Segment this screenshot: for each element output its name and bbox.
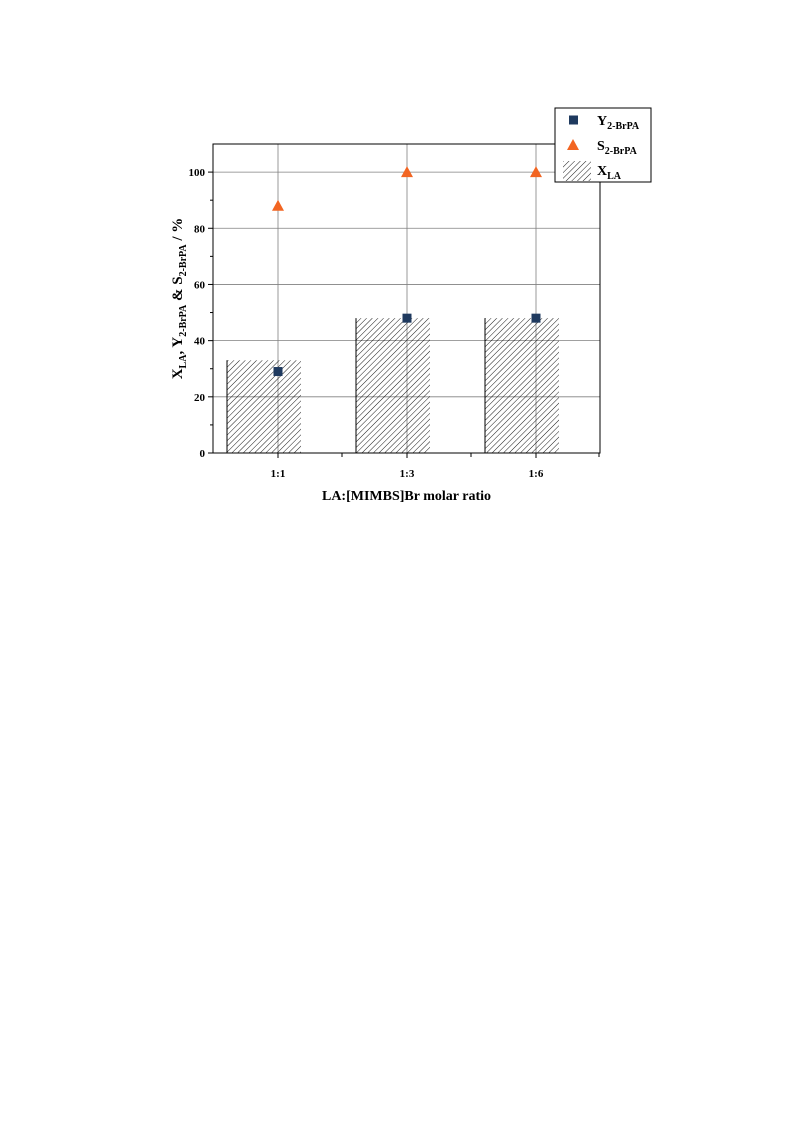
y-tick-label: 40	[194, 336, 206, 348]
markers	[272, 166, 542, 377]
legend-label-main: X	[597, 164, 607, 179]
y-axis-title-part: , Y	[170, 337, 186, 355]
x-axis: 1:1 1:3 1:6	[271, 453, 600, 480]
y-tick-label: 60	[194, 279, 206, 291]
x-tick-label: 1:3	[400, 468, 415, 480]
marker-s2brpa	[401, 166, 413, 178]
y-axis-title-part: & S	[170, 276, 186, 304]
legend-swatch-triangle	[567, 139, 579, 150]
y-axis-title: XLA, Y2-BrPA & S2-BrPA / %	[170, 218, 189, 380]
legend-swatch-square	[569, 115, 578, 125]
y-axis-title-subscript: 2-BrPA	[178, 304, 189, 337]
legend-label: S2-BrPA	[597, 139, 638, 157]
legend-label-main: S	[597, 139, 605, 154]
y-axis-title-part: / %	[170, 218, 186, 245]
legend-swatch-hatch	[563, 161, 591, 181]
x-tick-label: 1:6	[529, 468, 544, 480]
legend-label-subscript: LA	[607, 171, 622, 182]
bars	[226, 318, 559, 453]
y-tick-label: 100	[189, 167, 206, 179]
x-axis-title: LA:[MIMBS]Br molar ratio	[322, 489, 491, 504]
y-axis: 0 20 40 60 80 100	[189, 167, 213, 460]
y-tick-label: 80	[194, 223, 206, 235]
marker-y2brpa	[531, 313, 541, 323]
marker-y2brpa	[402, 313, 412, 323]
legend-label: Y2-BrPA	[597, 114, 640, 132]
x-tick-label: 1:1	[271, 468, 286, 480]
marker-s2brpa	[272, 199, 284, 211]
bar-xla	[227, 360, 301, 453]
legend-label-subscript: 2-BrPA	[605, 146, 638, 157]
legend-label-main: Y	[597, 114, 607, 129]
y-tick-label: 20	[194, 392, 206, 404]
legend-label: XLA	[597, 164, 622, 182]
y-tick-label: 0	[200, 448, 206, 460]
y-axis-title-part: X	[170, 368, 186, 379]
bar-xla	[356, 318, 430, 453]
marker-y2brpa	[273, 367, 283, 377]
bar-xla	[485, 318, 559, 453]
marker-s2brpa	[530, 166, 542, 178]
y-axis-title-subscript: 2-BrPA	[178, 244, 189, 277]
y-axis-title-subscript: LA	[178, 354, 189, 369]
legend-label-subscript: 2-BrPA	[607, 121, 640, 132]
